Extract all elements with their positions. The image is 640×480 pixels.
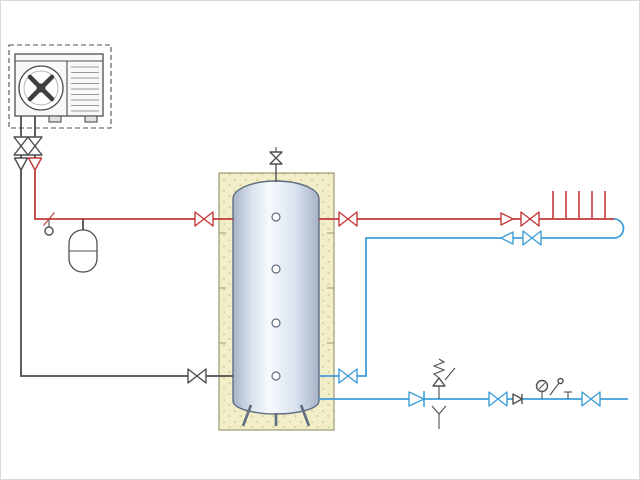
shutoff-valve bbox=[187, 368, 207, 384]
floor-heating-coil bbox=[552, 191, 625, 239]
shutoff-valve bbox=[520, 211, 540, 227]
shutoff-valve bbox=[581, 391, 601, 407]
return-pipe-to-heat-pump bbox=[20, 170, 233, 384]
buffer-tank bbox=[218, 147, 335, 431]
drain-cock bbox=[564, 391, 572, 399]
heating-circuit-supply bbox=[319, 211, 614, 227]
safety-valve bbox=[432, 358, 456, 399]
fill-drain-valve bbox=[43, 212, 55, 236]
expansion-vessel bbox=[68, 219, 98, 273]
shutoff-valve bbox=[338, 368, 358, 384]
shutoff-valve bbox=[522, 230, 542, 246]
flow-arrow-return bbox=[500, 231, 514, 245]
check-valve bbox=[408, 391, 425, 407]
tank-vessel bbox=[232, 180, 320, 415]
coil-return-bend bbox=[613, 218, 625, 239]
supply-pipe-heat-pump-to-tank bbox=[34, 170, 233, 273]
drain-funnel bbox=[431, 405, 447, 429]
shutoff-valve bbox=[488, 391, 508, 407]
pressure-gauge bbox=[535, 379, 549, 399]
shutoff-valve bbox=[13, 136, 29, 156]
insulation-joints bbox=[219, 232, 334, 344]
reducer-triangle-supply bbox=[27, 157, 43, 171]
shutoff-valve bbox=[194, 211, 214, 227]
fan-icon bbox=[18, 65, 64, 111]
check-valve-small bbox=[512, 393, 523, 405]
reducer-triangle-return bbox=[13, 157, 29, 171]
heat-pump-unit bbox=[8, 44, 112, 129]
shutoff-valve bbox=[338, 211, 358, 227]
tank-sensor-ports bbox=[271, 212, 281, 381]
heat-pump-enclosure bbox=[8, 44, 112, 129]
heating-circuit-return bbox=[319, 230, 614, 384]
heat-pump-foot bbox=[84, 115, 98, 123]
air-vent bbox=[269, 147, 283, 182]
shutoff-valve bbox=[27, 136, 43, 156]
tank-legs bbox=[241, 404, 311, 427]
grille-slats bbox=[71, 66, 99, 112]
flow-arrow-supply bbox=[500, 212, 514, 226]
heat-pump-connection-pipes bbox=[13, 116, 43, 171]
bottom-connection-line bbox=[319, 358, 628, 429]
heat-pump-foot bbox=[48, 115, 62, 123]
thermometer bbox=[549, 377, 564, 396]
